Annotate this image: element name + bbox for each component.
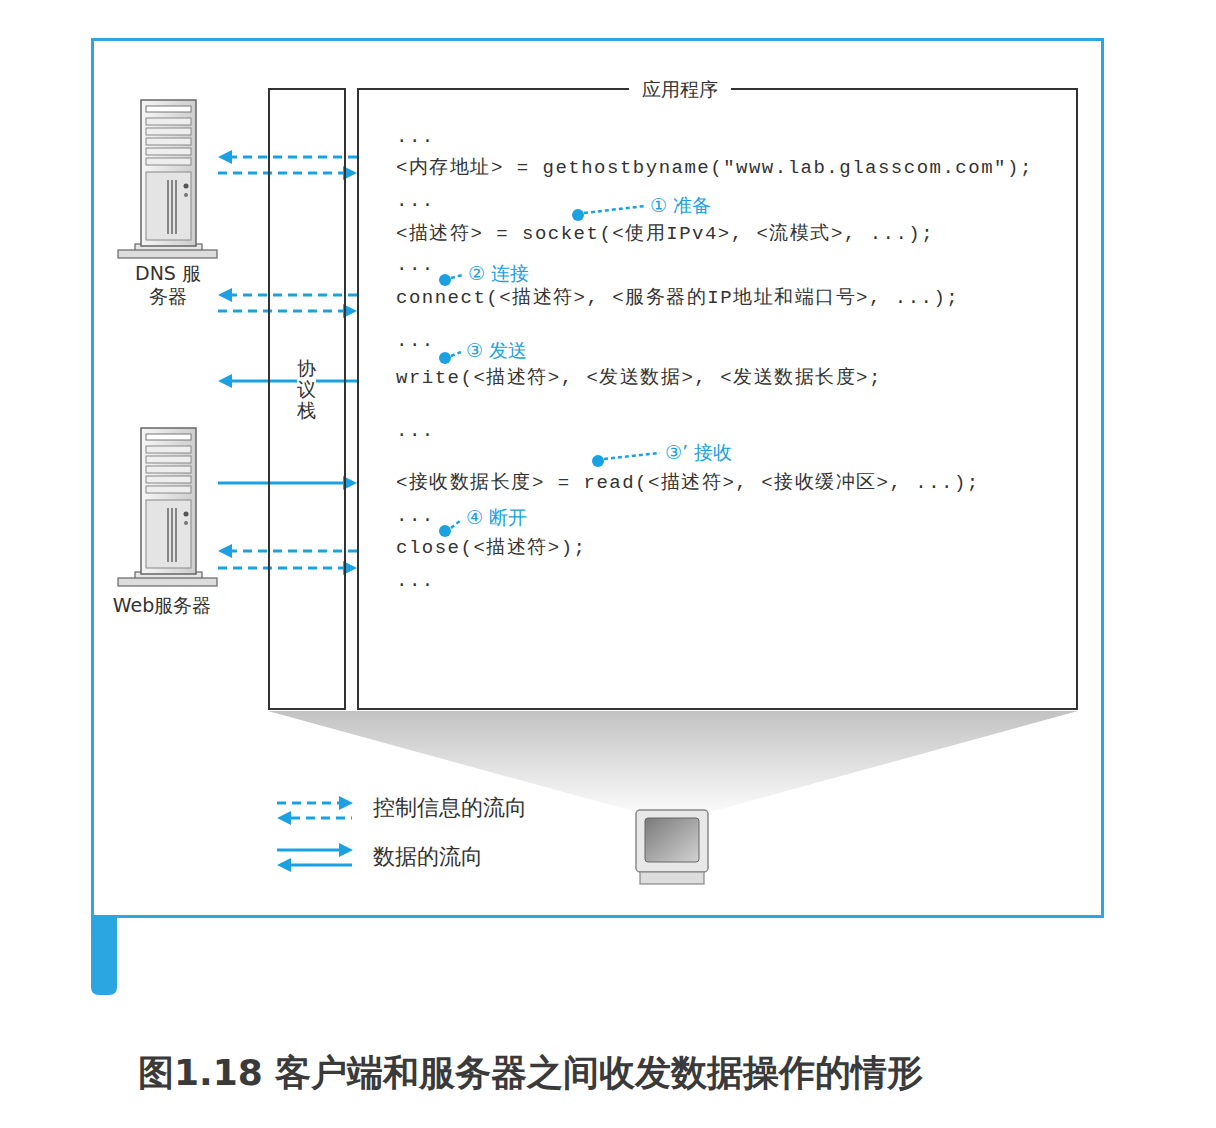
web-server-icon (118, 428, 217, 586)
control-flow-line (218, 310, 344, 313)
flow-arrow (218, 544, 357, 558)
code-line: <描述符> = socket(<使用IPv4>, <流模式>, ...); (396, 223, 934, 245)
leader-line (584, 206, 645, 213)
code-line: write(<描述符>, <发送数据>, <发送数据长度>; (396, 367, 882, 389)
legend-text: 控制信息的流向 (373, 795, 527, 821)
code-line: close(<描述符>); (396, 537, 587, 559)
code-line: ... (396, 570, 435, 592)
code-line: <接收数据长度> = read(<描述符>, <接收缓冲区>, ...); (396, 472, 980, 494)
control-flow-line (231, 550, 357, 553)
code-line: ... (396, 505, 435, 527)
figure-frame (93, 40, 1103, 917)
callout-dot (439, 274, 451, 286)
legend-arrowhead (339, 843, 353, 857)
leader-line (451, 352, 461, 356)
legend-arrowhead (339, 796, 353, 810)
box-title: 应用程序 (629, 77, 731, 101)
frame-tab (91, 916, 117, 995)
callout-number: ④ 断开 (466, 506, 527, 528)
leader-line (451, 275, 463, 278)
data-flow-line (231, 380, 357, 383)
server-label: Web服务器 (106, 594, 218, 617)
flow-arrow (218, 150, 357, 164)
flow-arrow (218, 374, 357, 388)
code-line: ... (396, 254, 435, 276)
control-flow-line (218, 567, 344, 570)
protocol-stack-box: 协议栈 (268, 88, 346, 710)
flow-arrow (218, 476, 357, 490)
legend-solid-line (277, 849, 340, 852)
callout-dot (592, 455, 604, 467)
data-flow-line (218, 482, 344, 485)
callout-number: ③’ 接收 (665, 441, 732, 463)
client-monitor-icon (636, 810, 708, 884)
arrowhead (218, 150, 232, 164)
server-label: DNS 服务器 (132, 262, 204, 308)
control-flow-line (218, 172, 344, 175)
callout-dot (439, 352, 451, 364)
callout-dot (439, 525, 451, 537)
flow-arrow (218, 288, 357, 302)
legend-samples (277, 796, 353, 872)
web-server: Web服务器 (106, 366, 218, 620)
callout-number: ② 连接 (468, 262, 529, 284)
legend-solid-line (291, 864, 352, 867)
dns-server-icon (118, 100, 217, 258)
arrowhead (218, 544, 232, 558)
flow-arrow (218, 166, 357, 180)
legend-dashed-line (277, 802, 340, 805)
code-line: ... (396, 126, 435, 148)
code-line: <内存地址> = gethostbyname("www.lab.glasscom… (396, 157, 1033, 179)
code-line: ... (396, 190, 435, 212)
leader-line (604, 453, 660, 459)
arrowhead (218, 374, 232, 388)
callout-number: ③ 发送 (466, 339, 527, 361)
legend-dashed-line (291, 817, 352, 820)
callout-dot (572, 209, 584, 221)
vertical-label: 协议栈 (297, 356, 316, 423)
legend-text: 数据的流向 (373, 844, 483, 870)
code-line: ... (396, 330, 435, 352)
control-flow-line (231, 294, 357, 297)
figure-caption: 图1.18 客户端和服务器之间收发数据操作的情形 (138, 1050, 923, 1096)
dns-server: DNS 服务器 (118, 98, 218, 314)
monitor-screen (645, 818, 699, 862)
code-line: ... (396, 420, 435, 442)
flow-arrow (218, 561, 357, 575)
monitor-base (640, 872, 704, 884)
code-line: connect(<描述符>, <服务器的IP地址和端口号>, ...); (396, 287, 959, 309)
legend-arrowhead (277, 811, 291, 825)
control-flow-line (231, 156, 357, 159)
arrowhead (218, 288, 232, 302)
monitor-body (636, 810, 708, 872)
leader-line (451, 520, 461, 528)
legend-arrowhead (277, 858, 291, 872)
callout-number: ① 准备 (650, 194, 711, 216)
application-box: 应用程序...<内存地址> = gethostbyname("www.lab.g… (357, 88, 1078, 710)
flow-arrow (218, 304, 357, 318)
